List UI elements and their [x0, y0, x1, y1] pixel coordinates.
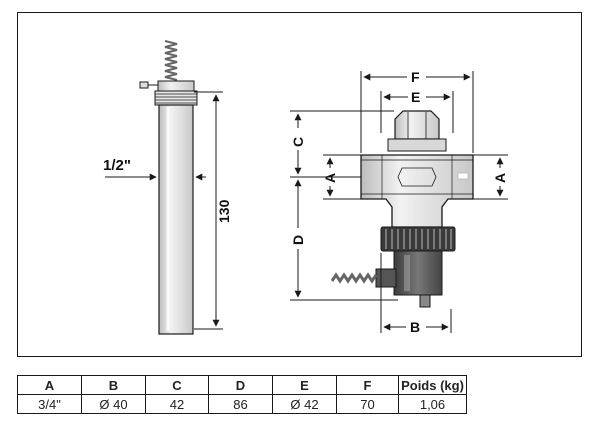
probe-drawing: [139, 40, 198, 335]
col-header-f: F: [336, 375, 399, 395]
spec-table-header-row: A B C D E F Poids (kg): [17, 375, 467, 395]
dimension-c-label: C: [290, 137, 306, 147]
dimension-d-label: D: [290, 235, 306, 245]
cell-c: 42: [145, 394, 209, 414]
actuator-pin: [419, 294, 431, 308]
drawing-canvas: 130 1/2": [103, 40, 508, 335]
dimension-b: [380, 253, 452, 333]
cell-a: 3/4": [17, 394, 82, 414]
probe-nut: [157, 80, 195, 92]
dimension-length-label: 130: [216, 199, 232, 223]
cell-f: 70: [336, 394, 399, 414]
col-header-a: A: [17, 375, 82, 395]
probe-tube: [158, 104, 194, 335]
dimension-a-right: [473, 154, 508, 200]
cell-d: 86: [208, 394, 273, 414]
dimension-a-right-label: A: [492, 173, 508, 183]
spec-table: A B C D E F Poids (kg) 3/4" Ø 40 42 86 Ø…: [17, 375, 467, 414]
actuator-motor: [393, 250, 443, 296]
valve-cap-base: [387, 138, 447, 152]
cable-gland: [375, 268, 397, 288]
dimension-a-left: [323, 154, 361, 200]
table-row: 3/4" Ø 40 42 86 Ø 42 70 1,06: [17, 394, 467, 414]
dimension-e-label: E: [411, 89, 420, 105]
dimension-length: [194, 91, 223, 330]
col-header-d: D: [208, 375, 273, 395]
valve-body: [360, 154, 474, 228]
valve-drawing: [330, 110, 474, 308]
cell-e: Ø 42: [272, 394, 337, 414]
dimension-d: [290, 179, 398, 301]
cell-weight: 1,06: [398, 394, 467, 414]
dimension-f: [360, 71, 474, 153]
cable: [330, 272, 378, 284]
probe-spring: [164, 40, 178, 81]
technical-drawing: 130 1/2": [17, 12, 582, 357]
dimension-e: [380, 91, 454, 133]
dimension-thread-label: 1/2": [103, 157, 131, 174]
probe-side-screw: [139, 81, 149, 89]
dimension-c: [290, 110, 394, 178]
col-header-e: E: [272, 375, 337, 395]
cell-b: Ø 40: [81, 394, 146, 414]
dimension-b-label: B: [410, 319, 420, 335]
col-header-c: C: [145, 375, 209, 395]
col-header-weight: Poids (kg): [398, 375, 467, 395]
col-header-b: B: [81, 375, 146, 395]
valve-cap: [394, 110, 440, 140]
dimension-a-left-label: A: [322, 173, 338, 183]
dimension-f-label: F: [411, 69, 420, 85]
